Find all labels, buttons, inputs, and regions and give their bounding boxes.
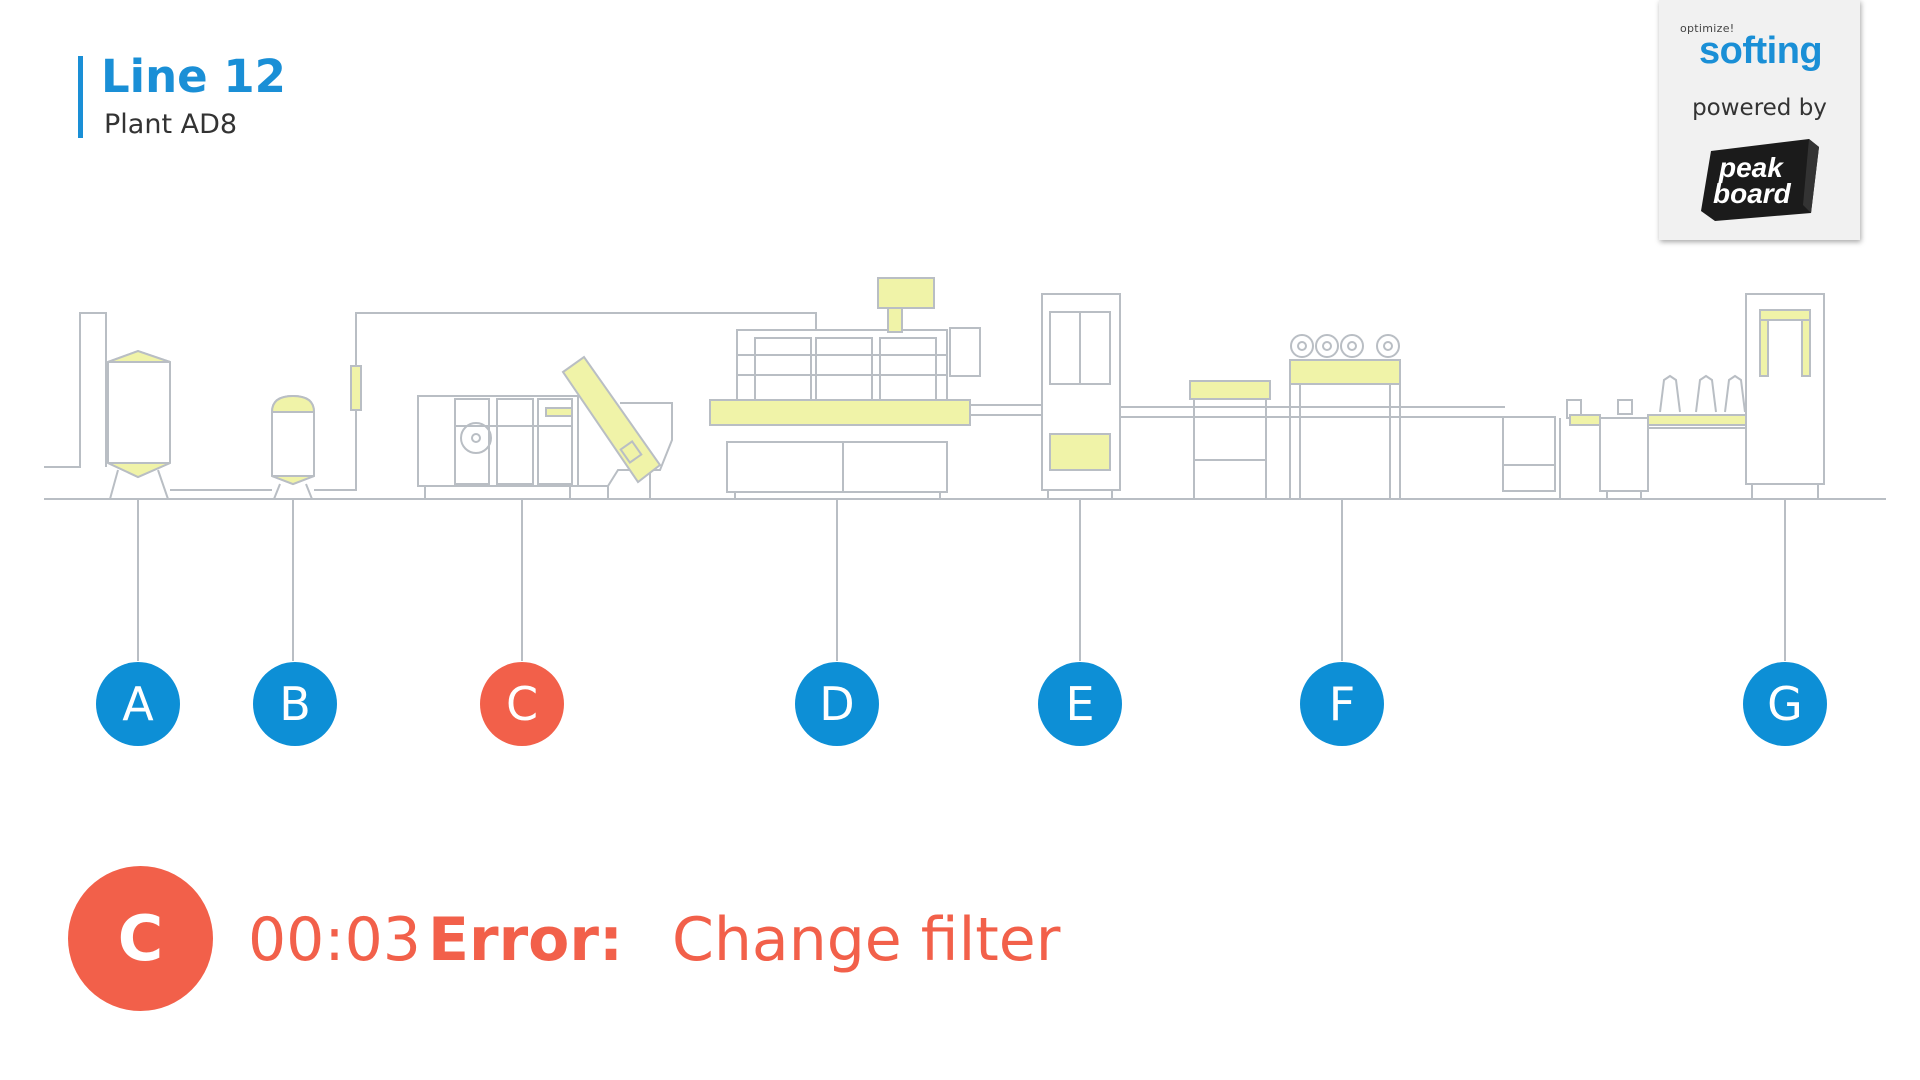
brand-logo-panel: optimize! softing powered by peak board — [1659, 0, 1860, 240]
station-a-marker[interactable]: A — [96, 662, 180, 746]
softing-logo: softing — [1699, 30, 1823, 72]
peakboard-logo: peak board — [1701, 139, 1819, 221]
page-title: Line 12 — [101, 50, 286, 103]
svg-text:board: board — [1713, 178, 1792, 209]
error-station-badge: C — [68, 866, 213, 1011]
station-g-marker[interactable]: G — [1743, 662, 1827, 746]
station-f-marker[interactable]: F — [1300, 662, 1384, 746]
logo-tagline: optimize! — [1680, 22, 1735, 35]
station-e-marker[interactable]: E — [1038, 662, 1122, 746]
error-label: Error: — [428, 905, 623, 975]
station-b-marker[interactable]: B — [253, 662, 337, 746]
page-subtitle: Plant AD8 — [104, 109, 238, 140]
title-accent-bar — [78, 56, 83, 138]
error-timer: 00:03 — [248, 905, 421, 975]
error-message: Change filter — [672, 905, 1061, 975]
powered-by-text: powered by — [1692, 95, 1827, 121]
station-c-marker[interactable]: C — [480, 662, 564, 746]
svg-text:peak: peak — [1718, 152, 1784, 183]
station-d-marker[interactable]: D — [795, 662, 879, 746]
